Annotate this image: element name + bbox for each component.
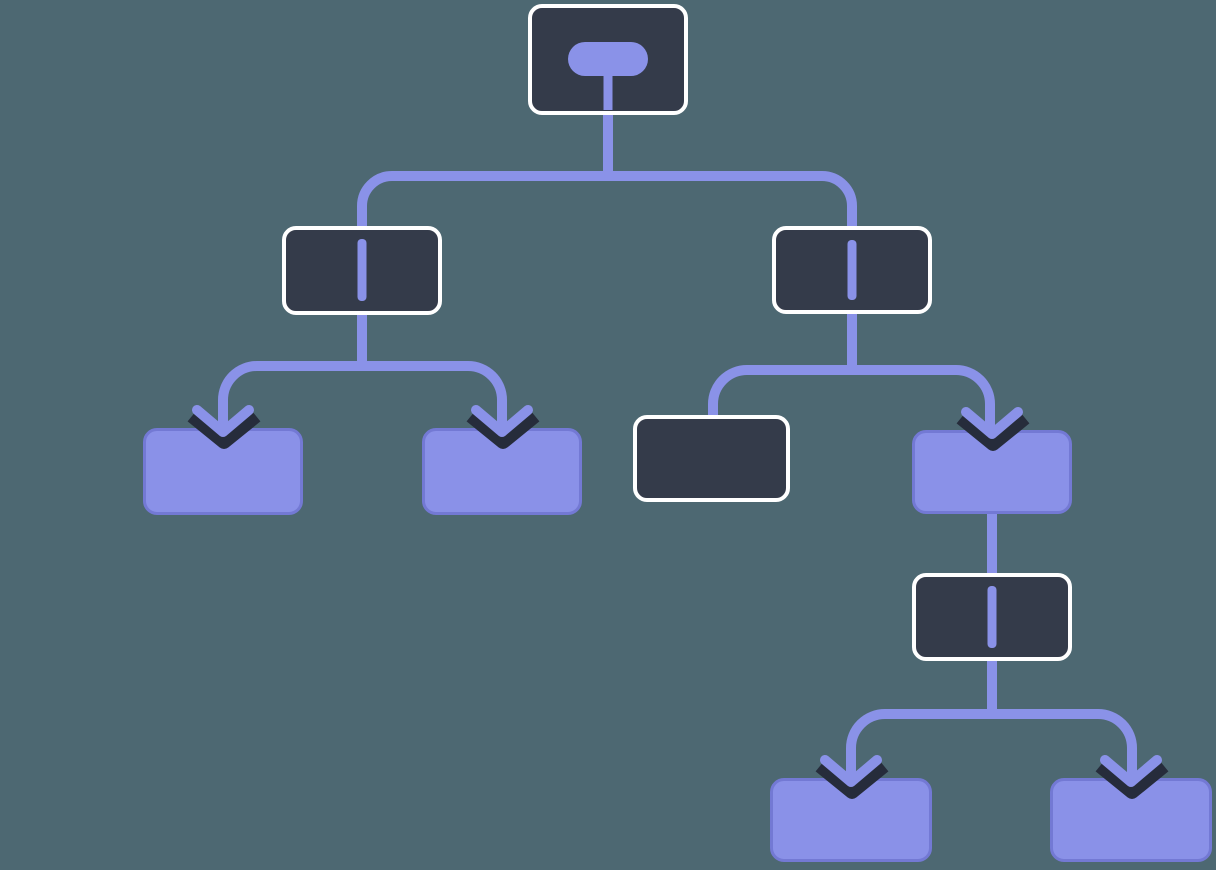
node-branch-lower[interactable] — [912, 573, 1072, 661]
root-stem-icon — [603, 74, 613, 110]
node-leaf-bottom-right[interactable] — [1050, 778, 1212, 862]
node-leaf-far-left[interactable] — [143, 428, 303, 515]
pass-through-line-icon — [987, 586, 997, 648]
connector-left-rail — [218, 361, 507, 432]
root-pill-icon — [568, 42, 648, 76]
node-plain-dark[interactable] — [633, 415, 790, 502]
pass-through-line-icon — [847, 240, 857, 300]
node-leaf-mid-right[interactable] — [912, 430, 1072, 514]
connector-bottom-rail — [846, 709, 1137, 782]
node-leaf-mid-left[interactable] — [422, 428, 582, 515]
connector-top-rail — [357, 171, 857, 228]
node-root[interactable] — [528, 4, 688, 115]
node-branch-left[interactable] — [282, 226, 442, 315]
node-branch-right[interactable] — [772, 226, 932, 314]
pass-through-line-icon — [357, 239, 367, 301]
node-leaf-bottom-left[interactable] — [770, 778, 932, 862]
